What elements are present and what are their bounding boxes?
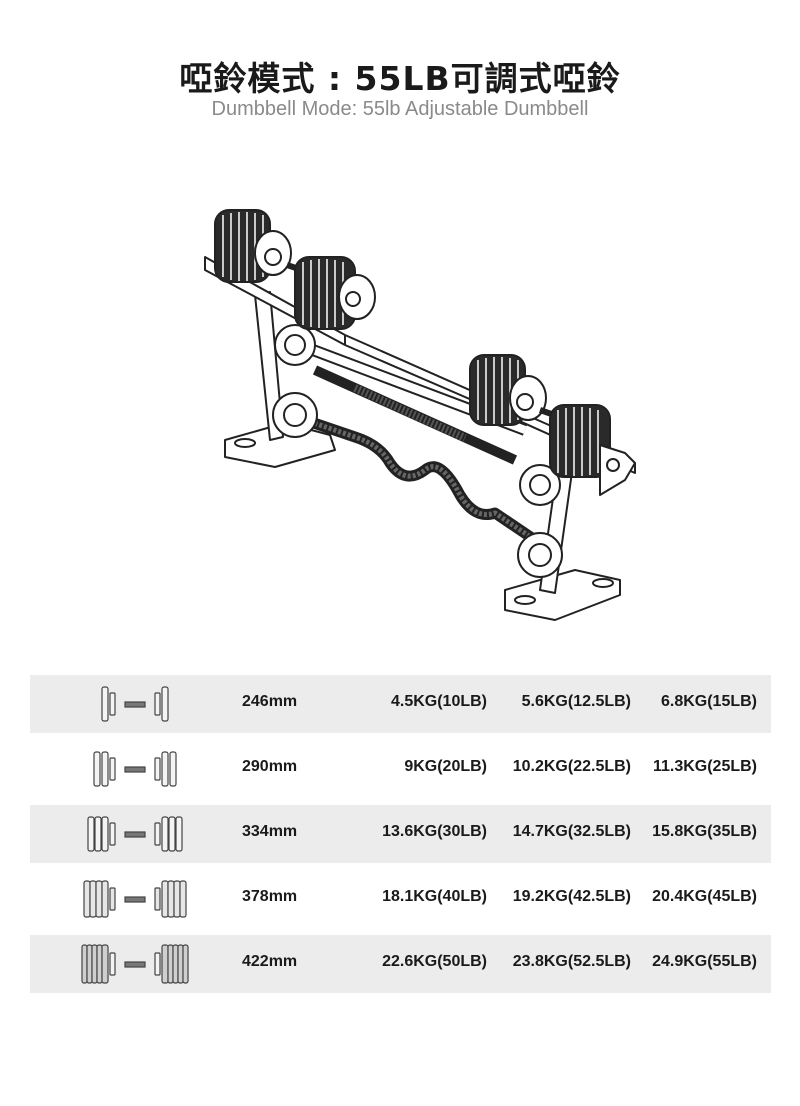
length-value: 422mm: [242, 953, 298, 970]
weight-table: 246mm 4.5KG(10LB) 5.6KG(12.5LB) 6.8KG(15…: [30, 675, 771, 1000]
weight-value: 13.6KG(30LB): [382, 823, 487, 840]
weight-value: 4.5KG(10LB): [390, 693, 487, 710]
weight-value: 10.2KG(22.5LB): [512, 758, 631, 775]
dumbbell-5-plate-icon: [81, 944, 189, 984]
dumbbell-2-plate-icon: [93, 751, 177, 787]
dumbbell-1-plate-icon: [101, 686, 169, 722]
weight-value: 11.3KG(25LB): [652, 758, 757, 775]
weight-value: 18.1KG(40LB): [382, 888, 487, 905]
dumbbell-4-plate-icon: [83, 880, 187, 918]
weight-value: 22.6KG(50LB): [382, 953, 487, 970]
length-value: 246mm: [242, 693, 298, 710]
weight-value: 24.9KG(55LB): [652, 953, 757, 970]
weight-value: 6.8KG(15LB): [660, 693, 757, 710]
table-row: 290mm 9KG(20LB) 10.2KG(22.5LB) 11.3KG(25…: [30, 740, 771, 798]
page-subtitle: Dumbbell Mode: 55lb Adjustable Dumbbell: [211, 98, 589, 120]
length-value: 334mm: [242, 823, 298, 840]
weight-value: 20.4KG(45LB): [652, 888, 757, 905]
weight-value: 19.2KG(42.5LB): [512, 888, 631, 905]
weight-value: 23.8KG(52.5LB): [512, 953, 631, 970]
weight-value: 15.8KG(35LB): [652, 823, 757, 840]
page-title: 啞鈴模式 : 55LB可調式啞鈴: [179, 59, 621, 98]
weight-value: 9KG(20LB): [404, 758, 487, 775]
table-row: 246mm 4.5KG(10LB) 5.6KG(12.5LB) 6.8KG(15…: [30, 675, 771, 733]
dumbbell-3-plate-icon: [87, 816, 183, 852]
weight-value: 5.6KG(12.5LB): [521, 693, 631, 710]
weight-value: 14.7KG(32.5LB): [512, 823, 631, 840]
table-row: 378mm 18.1KG(40LB) 19.2KG(42.5LB) 20.4KG…: [30, 870, 771, 928]
length-value: 378mm: [242, 888, 298, 905]
table-row: 422mm 22.6KG(50LB) 23.8KG(52.5LB) 24.9KG…: [30, 935, 771, 993]
table-row: 334mm 13.6KG(30LB) 14.7KG(32.5LB) 15.8KG…: [30, 805, 771, 863]
dumbbell-rack-illustration: [204, 209, 636, 621]
length-value: 290mm: [242, 758, 298, 775]
